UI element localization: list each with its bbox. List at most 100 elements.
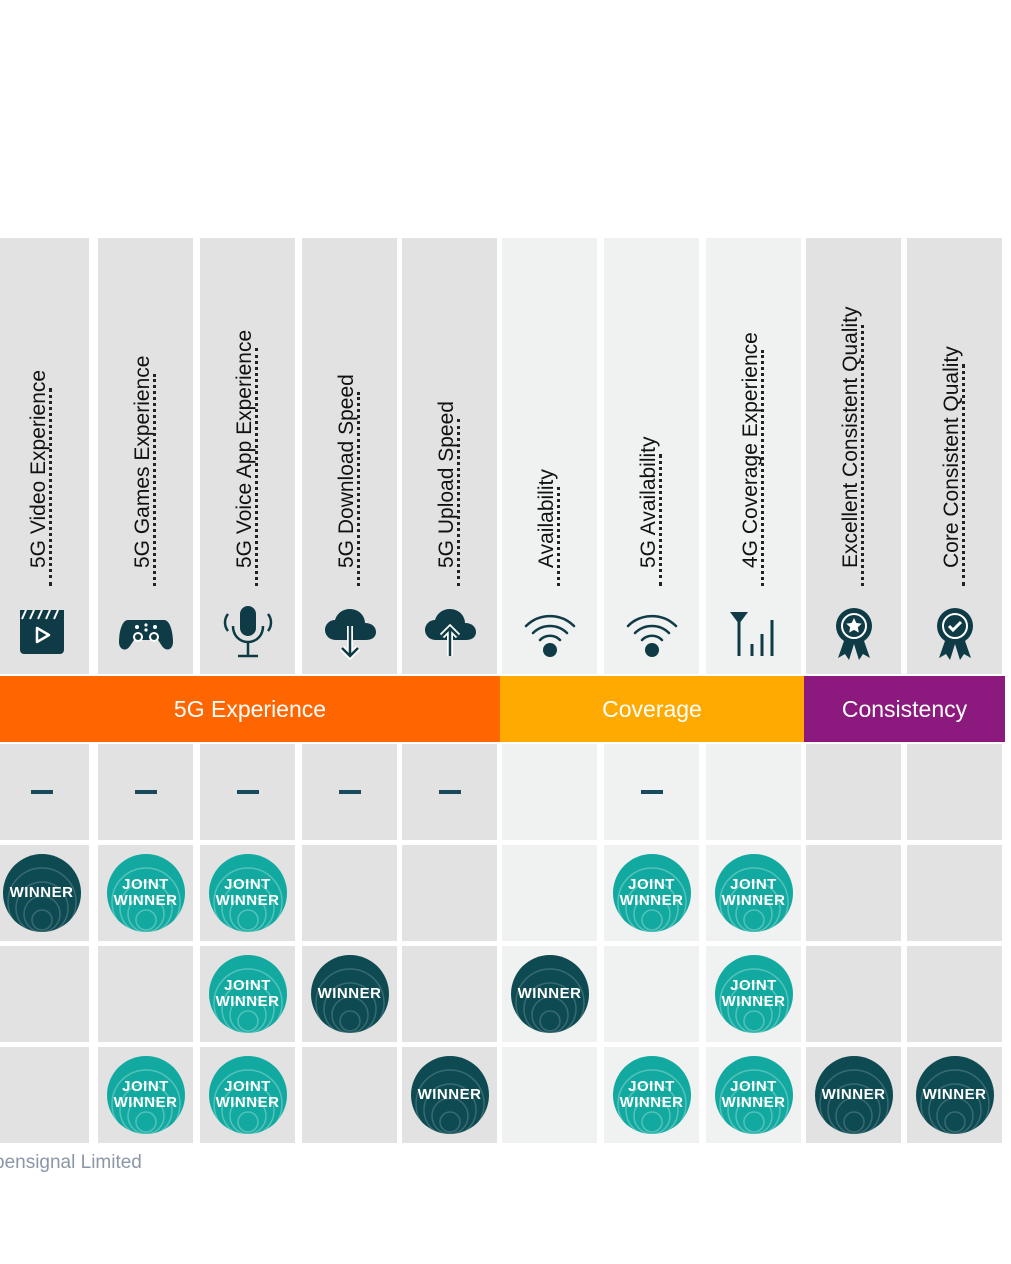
category-consistency: Consistency — [804, 676, 1005, 742]
label-underline — [557, 487, 560, 586]
badge-text: WINNER — [821, 1086, 886, 1103]
no-data-dash — [438, 790, 461, 794]
table-cell — [604, 946, 699, 1042]
no-data-dash — [134, 790, 157, 794]
table-cell — [806, 845, 901, 941]
label-underline — [457, 419, 460, 586]
label-underline — [962, 364, 965, 586]
badge-text: WINNER — [721, 892, 786, 909]
badge-text: JOINT — [224, 876, 271, 893]
column-label: 5G Upload Speed — [435, 401, 458, 568]
table-cell — [502, 744, 597, 840]
badge-text: WINNER — [517, 985, 582, 1002]
winner-badge: WINNER — [2, 854, 81, 932]
badge-text: WINNER — [215, 993, 280, 1010]
badge-text: WINNER — [619, 892, 684, 909]
winner-badge: WINNER — [915, 1056, 994, 1134]
badge-text: WINNER — [9, 884, 74, 901]
table-cell — [502, 1047, 597, 1143]
label-underline — [255, 347, 258, 586]
column-header — [98, 238, 193, 674]
badge-text: WINNER — [113, 892, 178, 909]
category-coverage: Coverage — [500, 676, 804, 742]
badge-text: WINNER — [922, 1086, 987, 1103]
table-cell — [706, 744, 801, 840]
badge-text: WINNER — [215, 1094, 280, 1111]
badge-text: JOINT — [224, 977, 271, 994]
table-cell — [907, 845, 1002, 941]
video-clapper-icon — [12, 602, 72, 662]
badge-text: WINNER — [215, 892, 280, 909]
badge-text: WINNER — [619, 1094, 684, 1111]
label-underline — [357, 392, 360, 586]
signal-bars-icon — [724, 602, 784, 662]
table-cell — [0, 1047, 89, 1143]
table-cell — [302, 845, 397, 941]
table-cell — [98, 946, 193, 1042]
table-cell — [907, 946, 1002, 1042]
copyright-footer: pensignal Limited — [0, 1152, 142, 1173]
column-label: 4G Coverage Experience — [739, 332, 762, 568]
badge-text: WINNER — [113, 1094, 178, 1111]
badge-text: WINNER — [317, 985, 382, 1002]
check-award-icon — [925, 602, 985, 662]
column-label: 5G Availability — [637, 436, 660, 568]
no-data-dash — [338, 790, 361, 794]
star-award-icon — [824, 602, 884, 662]
badge-text: JOINT — [730, 977, 777, 994]
table-cell — [402, 845, 497, 941]
badge-text: JOINT — [730, 1078, 777, 1095]
label-underline — [153, 373, 156, 586]
column-label: 5G Video Experience — [27, 369, 50, 568]
wifi-signal-icon — [520, 602, 580, 662]
table-cell — [502, 845, 597, 941]
badge-text: JOINT — [628, 1078, 675, 1095]
column-label: Core Consistent Quality — [940, 346, 963, 568]
badge-text: JOINT — [122, 1078, 169, 1095]
winner-badge: WINNER — [814, 1056, 893, 1134]
badge-text: JOINT — [628, 876, 675, 893]
winner-badge: WINNER — [310, 955, 389, 1033]
table-cell — [402, 946, 497, 1042]
column-header — [200, 238, 295, 674]
table-cell — [907, 744, 1002, 840]
label-underline — [761, 350, 764, 586]
table-cell — [806, 946, 901, 1042]
label-underline — [49, 387, 52, 586]
column-header — [402, 238, 497, 674]
label-underline — [861, 324, 864, 586]
wifi-signal-icon — [622, 602, 682, 662]
badge-text: JOINT — [122, 876, 169, 893]
column-header — [604, 238, 699, 674]
column-header — [302, 238, 397, 674]
no-data-dash — [236, 790, 259, 794]
column-header — [706, 238, 801, 674]
badge-text: WINNER — [417, 1086, 482, 1103]
label-underline — [659, 454, 662, 586]
column-label: Availability — [535, 469, 558, 568]
column-label: Excellent Consistent Quality — [839, 306, 862, 568]
column-header — [0, 238, 89, 674]
gamepad-icon — [116, 602, 176, 662]
table-cell — [806, 744, 901, 840]
badge-text: WINNER — [721, 993, 786, 1010]
table-cell — [302, 1047, 397, 1143]
no-data-dash — [640, 790, 663, 794]
winner-badge: WINNER — [410, 1056, 489, 1134]
no-data-dash — [30, 790, 53, 794]
column-header — [907, 238, 1002, 674]
badge-text: JOINT — [730, 876, 777, 893]
column-label: 5G Games Experience — [131, 355, 154, 568]
cloud-download-icon — [320, 602, 380, 662]
table-cell — [0, 946, 89, 1042]
